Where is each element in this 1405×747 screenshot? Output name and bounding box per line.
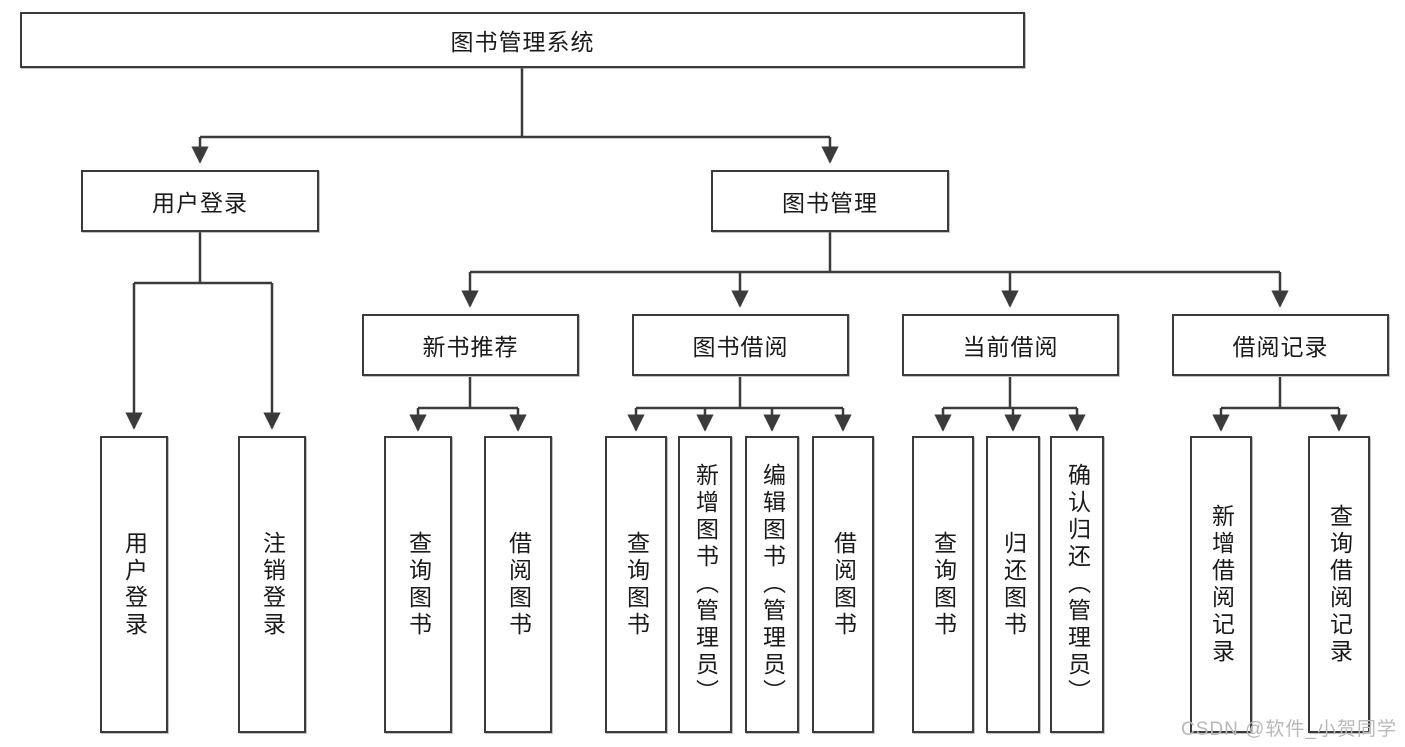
node-leaf-query-book-3[interactable]: 查询图书	[912, 436, 974, 733]
node-leaf-add-borrow-record-label: 新增借阅记录	[1208, 503, 1235, 666]
node-leaf-edit-book-admin[interactable]: 编辑图书（管理员）	[745, 436, 799, 733]
node-leaf-return-book[interactable]: 归还图书	[986, 436, 1040, 733]
node-leaf-query-book-1-label: 查询图书	[405, 530, 432, 639]
node-leaf-return-book-label: 归还图书	[1000, 530, 1027, 639]
node-leaf-logout-login-label: 注销登录	[259, 530, 286, 639]
node-root[interactable]: 图书管理系统	[20, 12, 1025, 68]
node-book-manage-label: 图书管理	[782, 190, 878, 216]
node-leaf-add-book-admin[interactable]: 新增图书（管理员）	[678, 436, 732, 733]
node-leaf-borrow-book-2-label: 借阅图书	[830, 530, 857, 639]
node-leaf-query-book-2[interactable]: 查询图书	[605, 436, 667, 733]
node-borrow-record-label: 借阅记录	[1232, 334, 1329, 360]
node-new-book-recommend-label: 新书推荐	[422, 334, 519, 360]
node-user-login[interactable]: 用户登录	[81, 170, 319, 232]
node-leaf-borrow-book-2[interactable]: 借阅图书	[812, 436, 874, 733]
node-leaf-user-login-label: 用户登录	[121, 530, 148, 639]
node-book-borrow[interactable]: 图书借阅	[632, 314, 849, 376]
node-leaf-logout-login[interactable]: 注销登录	[238, 436, 306, 733]
node-leaf-edit-book-admin-label: 编辑图书（管理员）	[759, 463, 786, 706]
node-leaf-query-book-2-label: 查询图书	[623, 530, 650, 639]
node-leaf-user-login[interactable]: 用户登录	[100, 436, 168, 733]
node-leaf-query-borrow-record-label: 查询借阅记录	[1326, 503, 1353, 666]
node-current-borrow[interactable]: 当前借阅	[902, 314, 1119, 376]
node-borrow-record[interactable]: 借阅记录	[1172, 314, 1389, 376]
watermark-text: CSDN @软件_小贺同学	[1181, 719, 1397, 740]
node-current-borrow-label: 当前借阅	[962, 334, 1059, 360]
node-leaf-add-book-admin-label: 新增图书（管理员）	[692, 463, 719, 706]
node-leaf-query-book-1[interactable]: 查询图书	[384, 436, 452, 733]
node-leaf-confirm-return-admin[interactable]: 确认归还（管理员）	[1050, 436, 1104, 733]
node-user-login-label: 用户登录	[152, 190, 248, 216]
node-leaf-query-book-3-label: 查询图书	[930, 530, 957, 639]
node-leaf-borrow-book-1[interactable]: 借阅图书	[484, 436, 552, 733]
node-leaf-confirm-return-admin-label: 确认归还（管理员）	[1064, 463, 1091, 706]
node-new-book-recommend[interactable]: 新书推荐	[362, 314, 579, 376]
node-leaf-add-borrow-record[interactable]: 新增借阅记录	[1190, 436, 1252, 733]
node-leaf-query-borrow-record[interactable]: 查询借阅记录	[1308, 436, 1370, 733]
node-root-label: 图书管理系统	[450, 29, 595, 55]
node-book-borrow-label: 图书借阅	[692, 334, 789, 360]
node-book-manage[interactable]: 图书管理	[711, 170, 949, 232]
node-leaf-borrow-book-1-label: 借阅图书	[505, 530, 532, 639]
